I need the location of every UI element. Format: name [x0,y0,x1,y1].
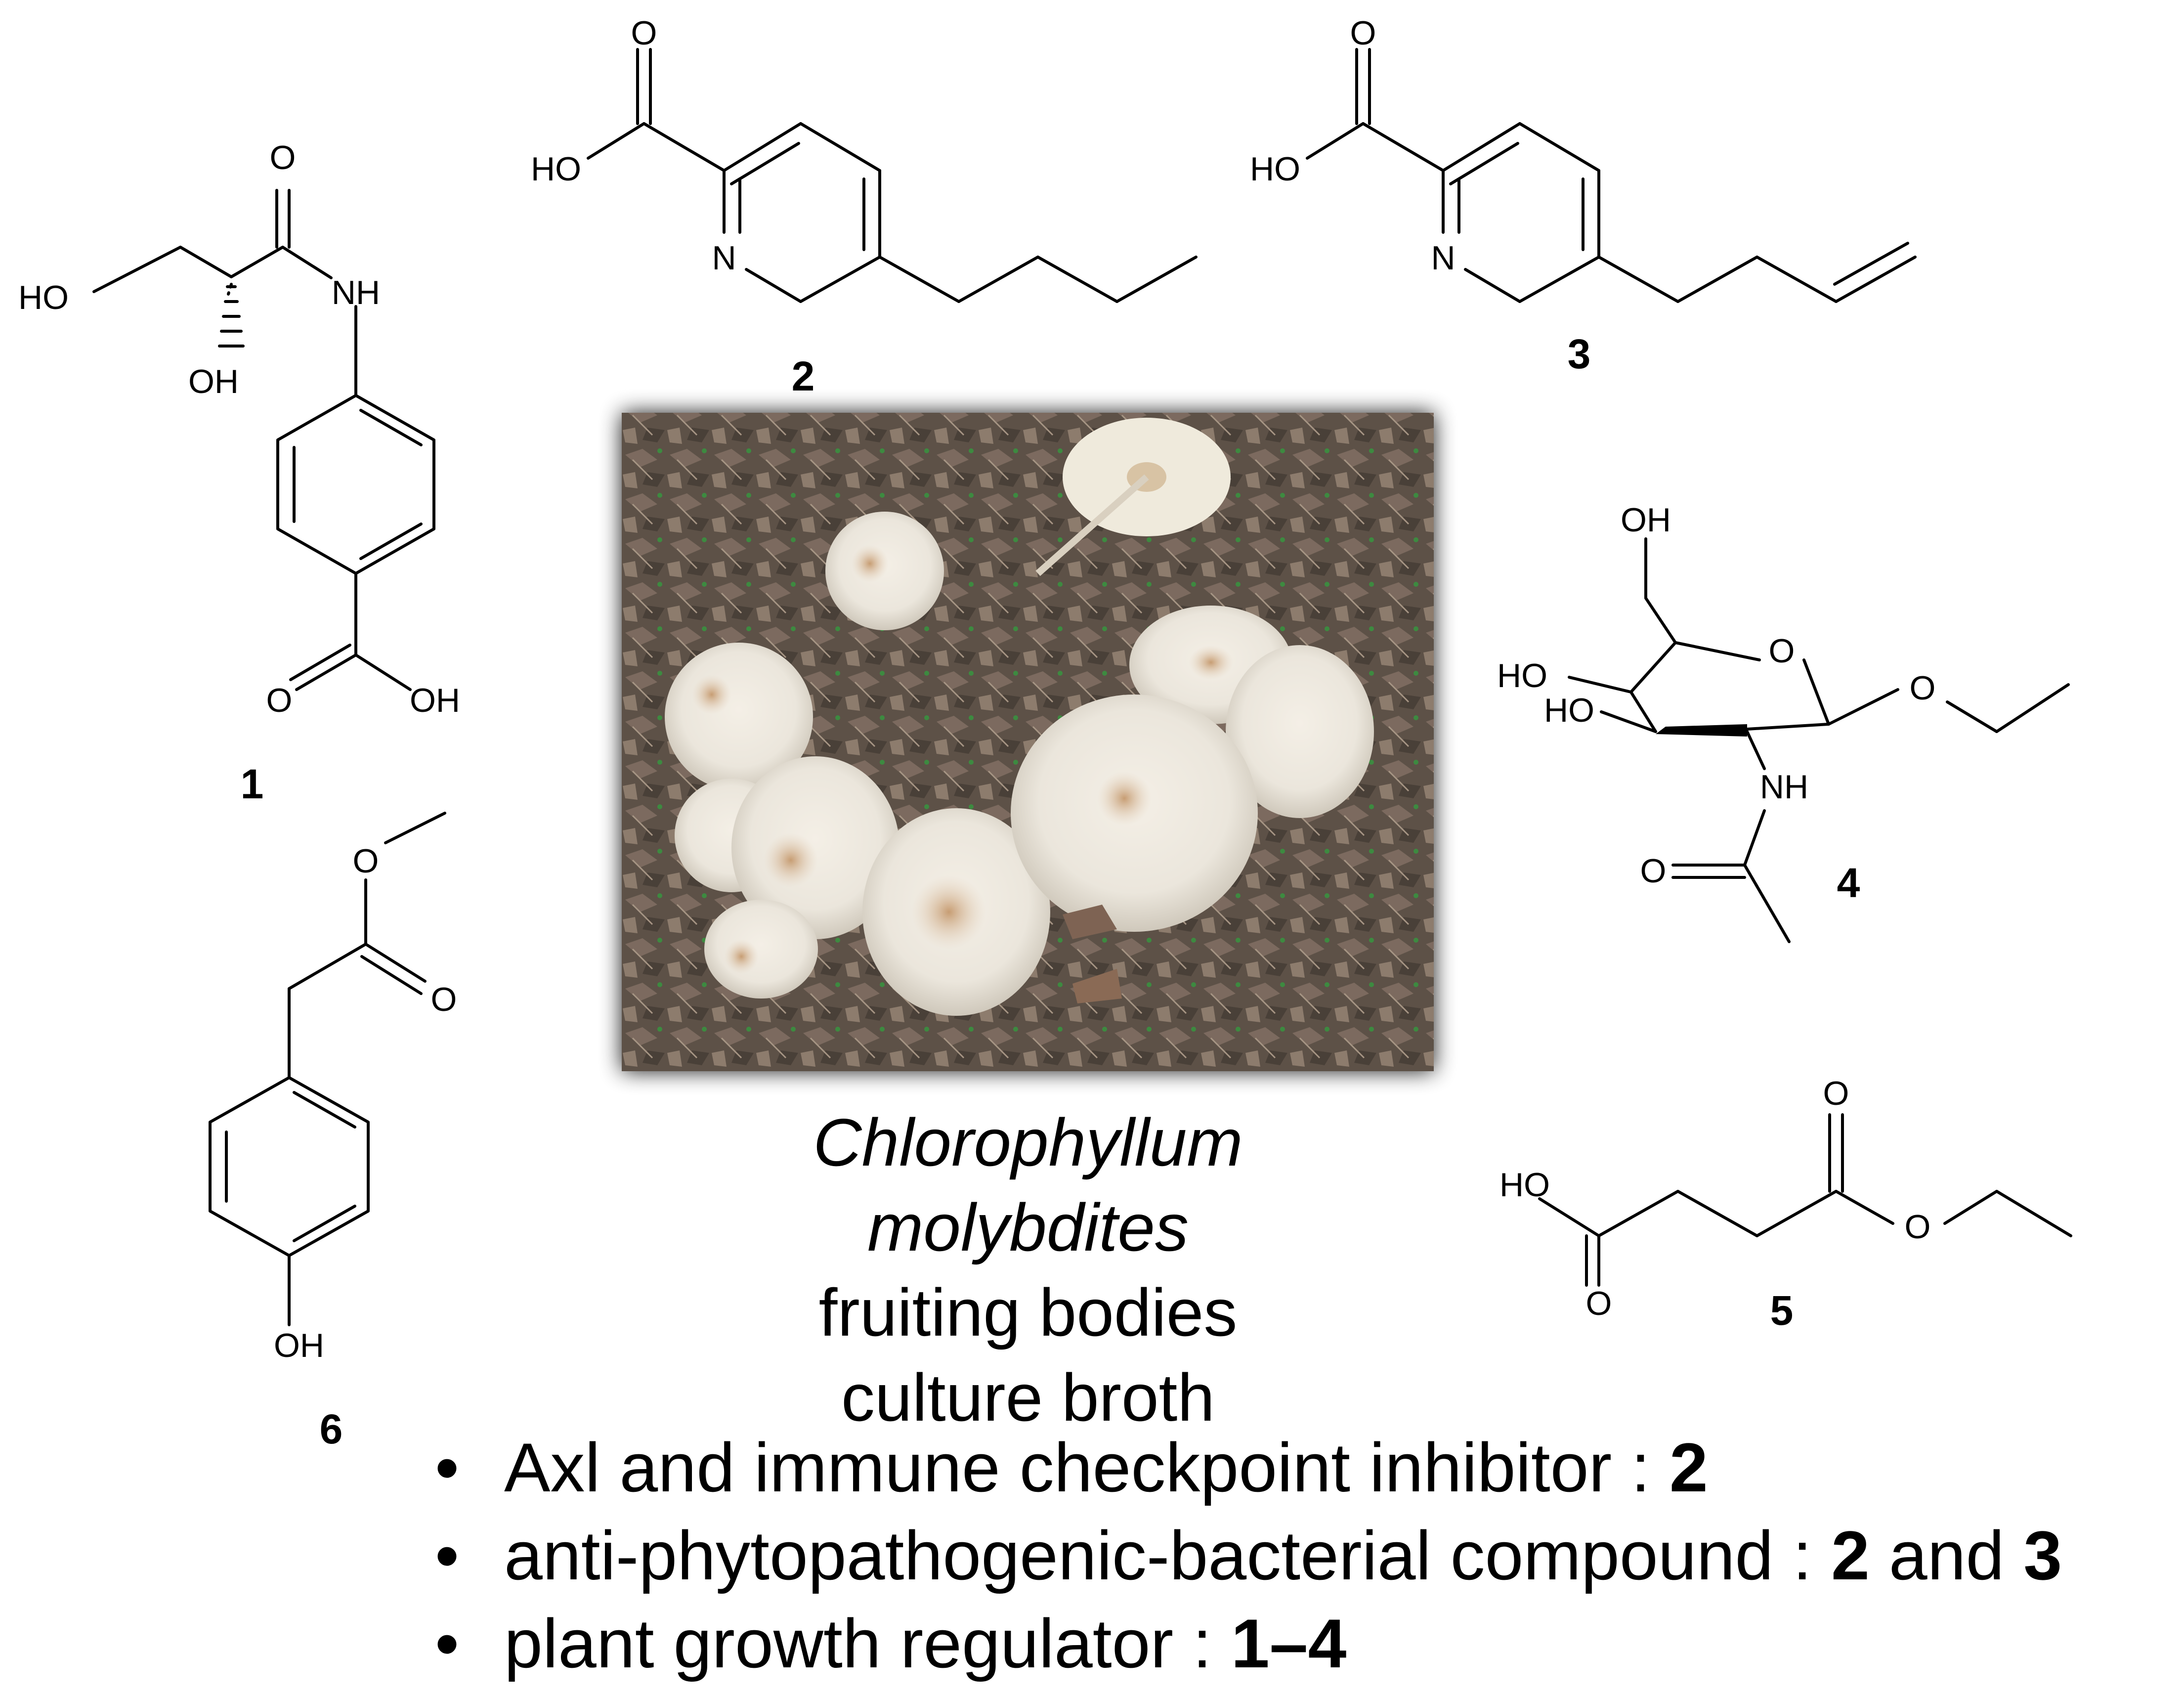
compound-5-atom-o-ester: O [1905,1208,1931,1246]
compound-4-atom-nh: NH [1760,768,1808,806]
compound-5-atom-o-bottom: O [1586,1285,1612,1322]
bullet-icon: • [435,1605,460,1682]
compound-2-atom-ho: HO [531,150,581,188]
compound-6-atom-o-carbonyl: O [431,981,457,1018]
compound-2-atom-n: N [712,239,736,277]
compound-5: HO O O O 5 [1499,1075,2072,1334]
compound-3-bonds [1306,48,1917,303]
compound-1-atom-nh: NH [332,274,380,311]
mushroom-photo [622,413,1434,1071]
activity-item: • anti-phytopathogenic-bacterial compound… [435,1512,2062,1600]
compound-1-number: 1 [241,761,264,807]
compound-5-atom-ho: HO [1499,1166,1550,1204]
compound-3-atom-ho: HO [1250,150,1300,188]
activity-compound-2: 3 [2023,1517,2062,1594]
compound-4-atom-o-acetyl: O [1640,852,1667,890]
compound-1-atom-ho: HO [18,279,69,316]
compound-6-bonds [209,812,446,1326]
bullet-icon: • [435,1517,460,1594]
compound-1-bonds [92,189,435,691]
activity-text: Axl and immune checkpoint inhibitor : [504,1429,1670,1506]
activity-text-2: and [1869,1517,2024,1594]
species-caption: Chlorophyllum molybdites fruiting bodies… [707,1100,1349,1440]
compound-4-atom-o-ethoxy: O [1910,669,1936,707]
compound-2-bonds [587,48,1198,303]
compound-1: O NH HO OH O OH 1 [18,139,460,807]
compound-6-atom-o-ester: O [353,842,379,880]
compound-5-number: 5 [1770,1287,1794,1334]
compound-1-atom-o-acid: O [266,682,293,719]
activity-compound: 1–4 [1231,1605,1347,1682]
compound-3-atom-o: O [1350,14,1376,52]
activity-item: • plant growth regulator : 1–4 [435,1600,2062,1688]
compound-6-number: 6 [320,1406,343,1452]
compound-6-atom-oh: OH [274,1327,324,1364]
compound-4-atom-o-ring: O [1769,632,1795,670]
caption-line-culture-broth: culture broth [841,1360,1215,1435]
compound-4-bonds [1568,537,2070,943]
compound-4-atom-oh-top: OH [1621,501,1671,539]
compound-5-atom-o-top: O [1823,1075,1849,1112]
species-name: Chlorophyllum molybdites [813,1105,1243,1265]
compound-1-atom-oh: OH [188,363,239,400]
compound-2-atom-o: O [631,14,657,52]
mushroom-caps [665,418,1374,1016]
compound-3: O HO N 3 [1250,14,1917,377]
compound-4-atom-ho-1: HO [1497,657,1547,695]
caption-line-fruiting-bodies: fruiting bodies [818,1275,1238,1350]
compound-1-atom-o-amide: O [270,139,296,176]
compound-4-number: 4 [1837,860,1860,906]
compound-6: O O OH 6 [209,812,457,1452]
bullet-icon: • [435,1429,460,1506]
activity-text: plant growth regulator : [504,1605,1231,1682]
compound-3-atom-n: N [1431,239,1455,277]
compound-4-atom-ho-2: HO [1544,692,1594,729]
activity-text: anti-phytopathogenic-bacterial compound … [504,1517,1832,1594]
activity-item: • Axl and immune checkpoint inhibitor : 2 [435,1424,2062,1512]
compound-2: O HO N 2 [531,14,1198,399]
compound-1-atom-oh-acid: OH [410,682,460,719]
activity-compound: 2 [1831,1517,1870,1594]
activity-compound: 2 [1669,1429,1708,1506]
compound-5-bonds [1538,1113,2072,1287]
compound-3-number: 3 [1568,331,1591,377]
compound-2-number: 2 [792,353,815,399]
activity-list: • Axl and immune checkpoint inhibitor : 2… [435,1424,2062,1688]
compound-4: OH O HO HO O NH O 4 [1497,501,2070,943]
